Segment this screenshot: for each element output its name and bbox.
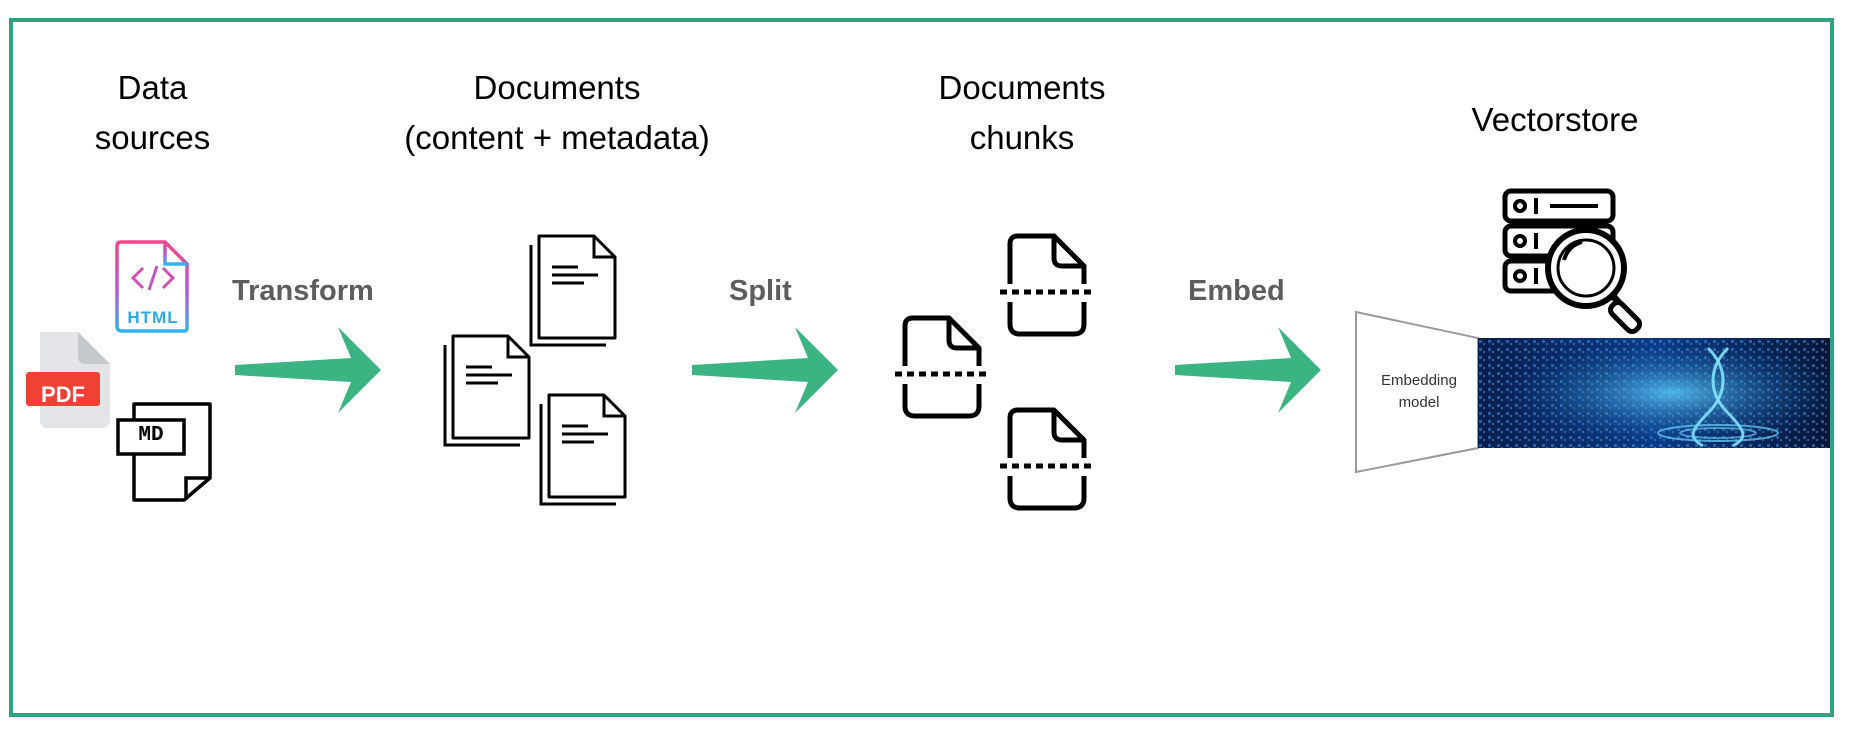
heading-documents: Documents (content + metadata) xyxy=(404,69,710,156)
step-label-embed: Embed xyxy=(1188,275,1285,307)
embedding-model-label: Embedding model xyxy=(1381,372,1457,411)
step-label-transform: Transform xyxy=(232,275,374,307)
pdf-badge: PDF xyxy=(41,382,85,407)
document-chunk-icon xyxy=(1000,233,1096,337)
heading-documents-chunks: Documents chunks xyxy=(938,69,1106,156)
document-stack-icon xyxy=(529,234,617,347)
html-badge: HTML xyxy=(127,308,179,327)
html-file-icon xyxy=(115,240,189,333)
document-chunk-icon xyxy=(895,315,991,419)
arrow-embed xyxy=(1175,327,1321,413)
pdf-file-icon xyxy=(26,332,110,428)
document-chunk-icon xyxy=(1000,407,1096,511)
diagram-frame xyxy=(9,18,1834,717)
md-badge: MD xyxy=(138,424,164,447)
document-stack-icon xyxy=(539,393,627,506)
md-file-icon xyxy=(116,402,212,502)
heading-vectorstore: Vectorstore xyxy=(1471,101,1639,138)
step-label-split: Split xyxy=(729,275,792,307)
server-search-icon xyxy=(1502,188,1642,334)
document-stack-icon xyxy=(443,334,531,447)
vector-data-image xyxy=(1478,338,1830,448)
arrow-split xyxy=(692,327,838,413)
heading-data-sources: Data sources xyxy=(94,69,211,156)
arrow-transform xyxy=(235,327,381,413)
